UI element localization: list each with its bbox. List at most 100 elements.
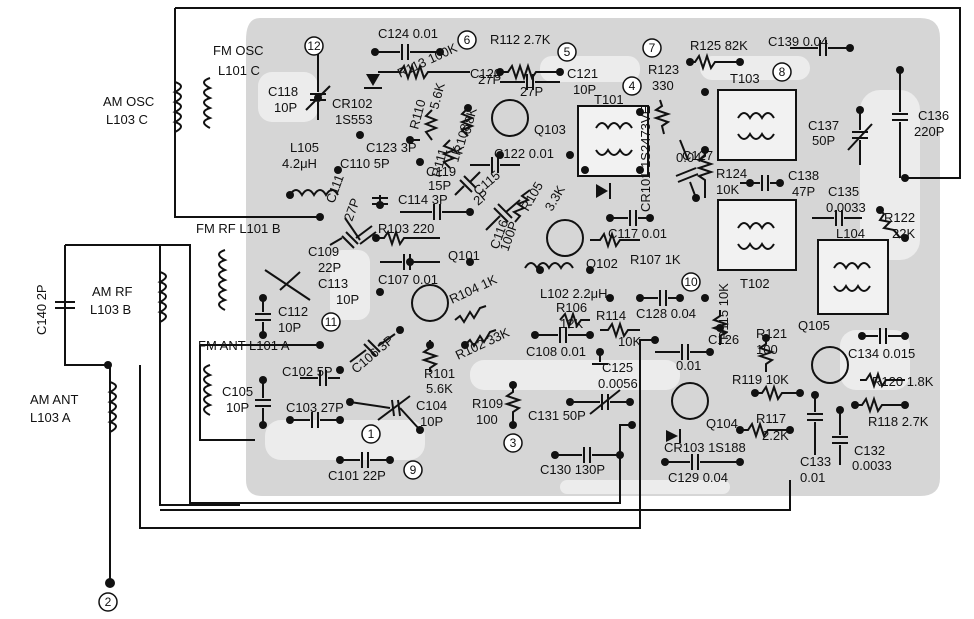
node-marker-3: 3	[503, 433, 523, 453]
q103-transistor-icon	[491, 99, 529, 137]
label-c102: C102 5P	[282, 364, 333, 379]
node-number: 11	[325, 315, 338, 329]
node-circle	[98, 592, 118, 612]
label-c105v: 10P	[226, 400, 249, 415]
label-r119: R119 10K	[732, 372, 789, 387]
label-c101: C101 22P	[328, 468, 386, 483]
fm-osc-coil-icon	[203, 77, 213, 129]
label-c120: C120	[470, 66, 501, 81]
label-c126v: 0.01	[676, 358, 701, 373]
label-c103: C103 27P	[286, 400, 344, 415]
label-r109: R109	[472, 396, 503, 411]
label-l101c: L101 C	[218, 63, 260, 78]
q101-transistor-icon	[411, 284, 449, 322]
label-c112v: 10P	[278, 320, 301, 335]
l104-coil-box	[817, 239, 889, 315]
label-r125: R125 82K	[690, 38, 748, 53]
node-marker-4: 4	[622, 76, 642, 96]
label-l105: L105	[290, 140, 319, 155]
label-l104: L104	[836, 226, 865, 241]
label-t102: T102	[740, 276, 770, 291]
label-r124v: 10K	[716, 182, 739, 197]
label-r106v: 12K	[560, 316, 583, 331]
node-number: 1	[368, 427, 375, 441]
node-number: 7	[649, 41, 656, 55]
label-r122v: 22K	[892, 226, 915, 241]
label-am-ant: AM ANT	[30, 392, 78, 407]
label-c109: C109	[308, 244, 339, 259]
label-l105v: 4.2μH	[282, 156, 317, 171]
label-l103c: L103 C	[106, 112, 148, 127]
q102-transistor-icon	[546, 219, 584, 257]
copper-traces	[258, 56, 920, 494]
label-c130: C130 130P	[540, 462, 605, 477]
label-r120: R120 1.8K	[872, 374, 934, 389]
am-ant-coil-icon	[107, 381, 117, 433]
node-marker-11: 11	[321, 312, 341, 332]
label-r122: R122	[884, 210, 915, 225]
label-r121v: 100	[756, 342, 778, 357]
label-r108v: 6.8K	[458, 106, 479, 136]
label-t101: T101	[594, 92, 624, 107]
label-c137: C137	[808, 118, 839, 133]
label-c139: C139 0.04	[768, 34, 828, 49]
node-circle	[772, 62, 792, 82]
label-q101: Q101	[448, 248, 480, 263]
am-osc-coil-icon	[172, 81, 182, 133]
label-cr102: CR102	[332, 96, 372, 111]
node-number: 4	[629, 79, 636, 93]
node-number: 8	[779, 65, 786, 79]
label-r107: R107 1K	[630, 252, 681, 267]
label-r117v: 2.2K	[762, 428, 789, 443]
label-q102: Q102	[586, 256, 618, 271]
label-c119v: 15P	[428, 178, 451, 193]
label-c125: C125	[602, 360, 633, 375]
label-r109v: 100	[476, 412, 498, 427]
node-marker-9: 9	[403, 460, 423, 480]
label-c129: C129 0.04	[668, 470, 728, 485]
node-marker-1: 1	[361, 424, 381, 444]
node-marker-7: 7	[642, 38, 662, 58]
label-r114v: 10K	[618, 334, 641, 349]
label-l102: L102 2.2μH	[540, 286, 607, 301]
node-circle	[321, 312, 341, 332]
t101-transformer	[577, 105, 649, 177]
label-c111v: 27P	[341, 196, 363, 223]
label-c122: C122 0.01	[494, 146, 554, 161]
node-circle	[361, 424, 381, 444]
label-c117: C117 0.01	[608, 226, 667, 241]
label-r115: R115 10K	[716, 283, 731, 340]
label-q105: Q105	[798, 318, 830, 333]
label-fm-rf: FM RF L101 B	[196, 221, 281, 236]
fm-ant-coil-icon	[203, 364, 213, 416]
node-circle	[403, 460, 423, 480]
node-number: 12	[307, 39, 321, 53]
label-l103a: L103 A	[30, 410, 71, 425]
label-c138v: 47P	[792, 184, 815, 199]
node-marker-5: 5	[557, 42, 577, 62]
label-q103: Q103	[534, 122, 566, 137]
label-r123v: 330	[652, 78, 674, 93]
label-c125v: 0.0056	[598, 376, 638, 391]
label-c118: C118	[268, 84, 298, 99]
label-r103: R103 220	[378, 221, 434, 236]
label-r114: R114	[596, 308, 626, 323]
label-c128: C128 0.04	[636, 306, 696, 321]
node-circle	[622, 76, 642, 96]
label-r121: R121	[756, 326, 787, 341]
node-number: 5	[564, 45, 571, 59]
node-number: 10	[684, 275, 698, 289]
node-number: 3	[510, 436, 517, 450]
label-c134: C134 0.015	[848, 346, 915, 361]
label-r124: R124	[716, 166, 747, 181]
label-q104: Q104	[706, 416, 738, 431]
label-c104v: 10P	[420, 414, 443, 429]
label-c121: C121	[567, 66, 598, 81]
label-c113v: 10P	[336, 292, 359, 307]
label-c132v: 0.0033	[852, 458, 892, 473]
t102-transformer	[717, 199, 797, 271]
label-c135: C135	[828, 184, 859, 199]
label-c113: C113	[318, 276, 348, 291]
